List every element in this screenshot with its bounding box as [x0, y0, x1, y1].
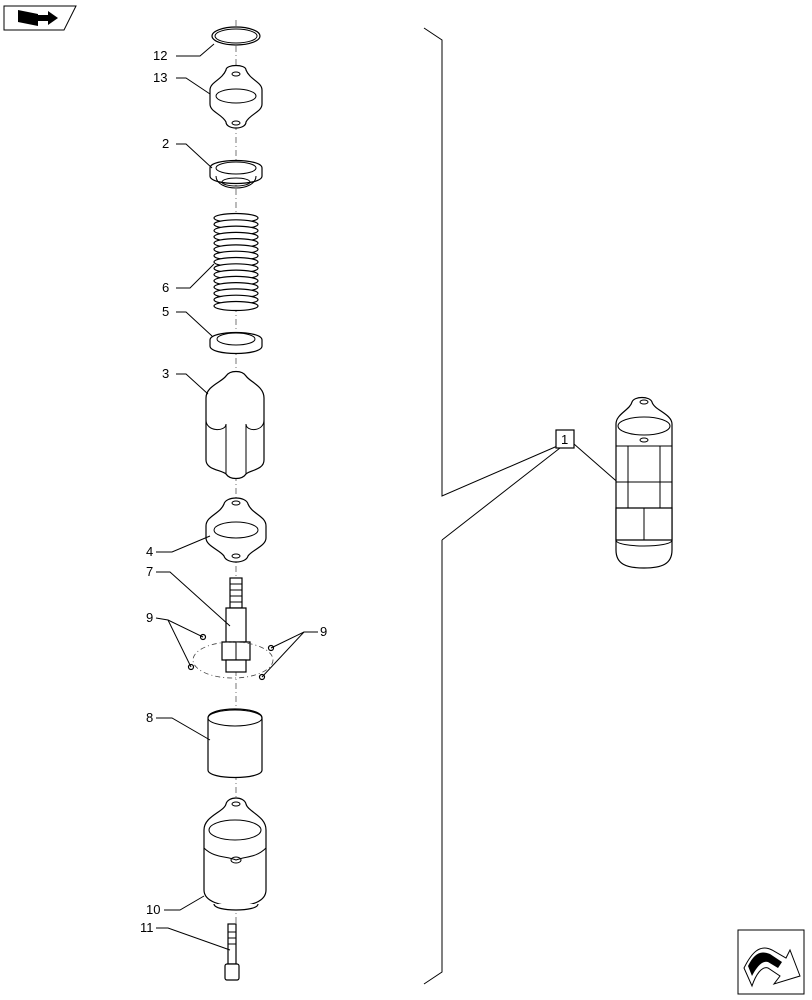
- leader-lines: [155, 43, 318, 951]
- spring-coil: [213, 300, 259, 312]
- assembly-bracket: [423, 27, 563, 985]
- callout-7: 7: [146, 564, 153, 579]
- spring-part: [213, 212, 259, 312]
- washer-top-part: [209, 159, 263, 189]
- callout-11: 11: [140, 920, 154, 935]
- o-ring-part: [211, 26, 261, 46]
- callout-9-left: 9: [146, 610, 153, 625]
- bolt-part: [224, 923, 240, 981]
- flange-top-part: [209, 64, 263, 129]
- callout-8: 8: [146, 710, 153, 725]
- spring-seat-part: [209, 331, 263, 355]
- callout-3: 3: [162, 366, 169, 381]
- callout-9-right: 9: [320, 624, 327, 639]
- next-page-arrow-icon[interactable]: [737, 929, 805, 995]
- sleeve-part: [207, 708, 263, 779]
- callout-2: 2: [162, 136, 169, 151]
- callout-10: 10: [146, 902, 160, 917]
- pins-part: [187, 633, 275, 681]
- callout-1: 1: [561, 432, 568, 447]
- flange-middle-part: [205, 497, 267, 563]
- callout-5: 5: [162, 304, 169, 319]
- callout-12: 12: [153, 48, 167, 63]
- callout-13: 13: [153, 70, 167, 85]
- callout-4: 4: [146, 544, 153, 559]
- callout-labels: 12 13 2 6 5 3 4 7 9 9 8 10 11 1: [140, 48, 568, 935]
- callout-1-box: [555, 429, 623, 487]
- guide-part: [205, 370, 265, 480]
- book-arrow-icon[interactable]: [3, 5, 77, 31]
- housing-part: [203, 797, 267, 911]
- stud-bolt-part: [221, 577, 251, 673]
- callout-6: 6: [162, 280, 169, 295]
- assembled-unit: [615, 396, 673, 569]
